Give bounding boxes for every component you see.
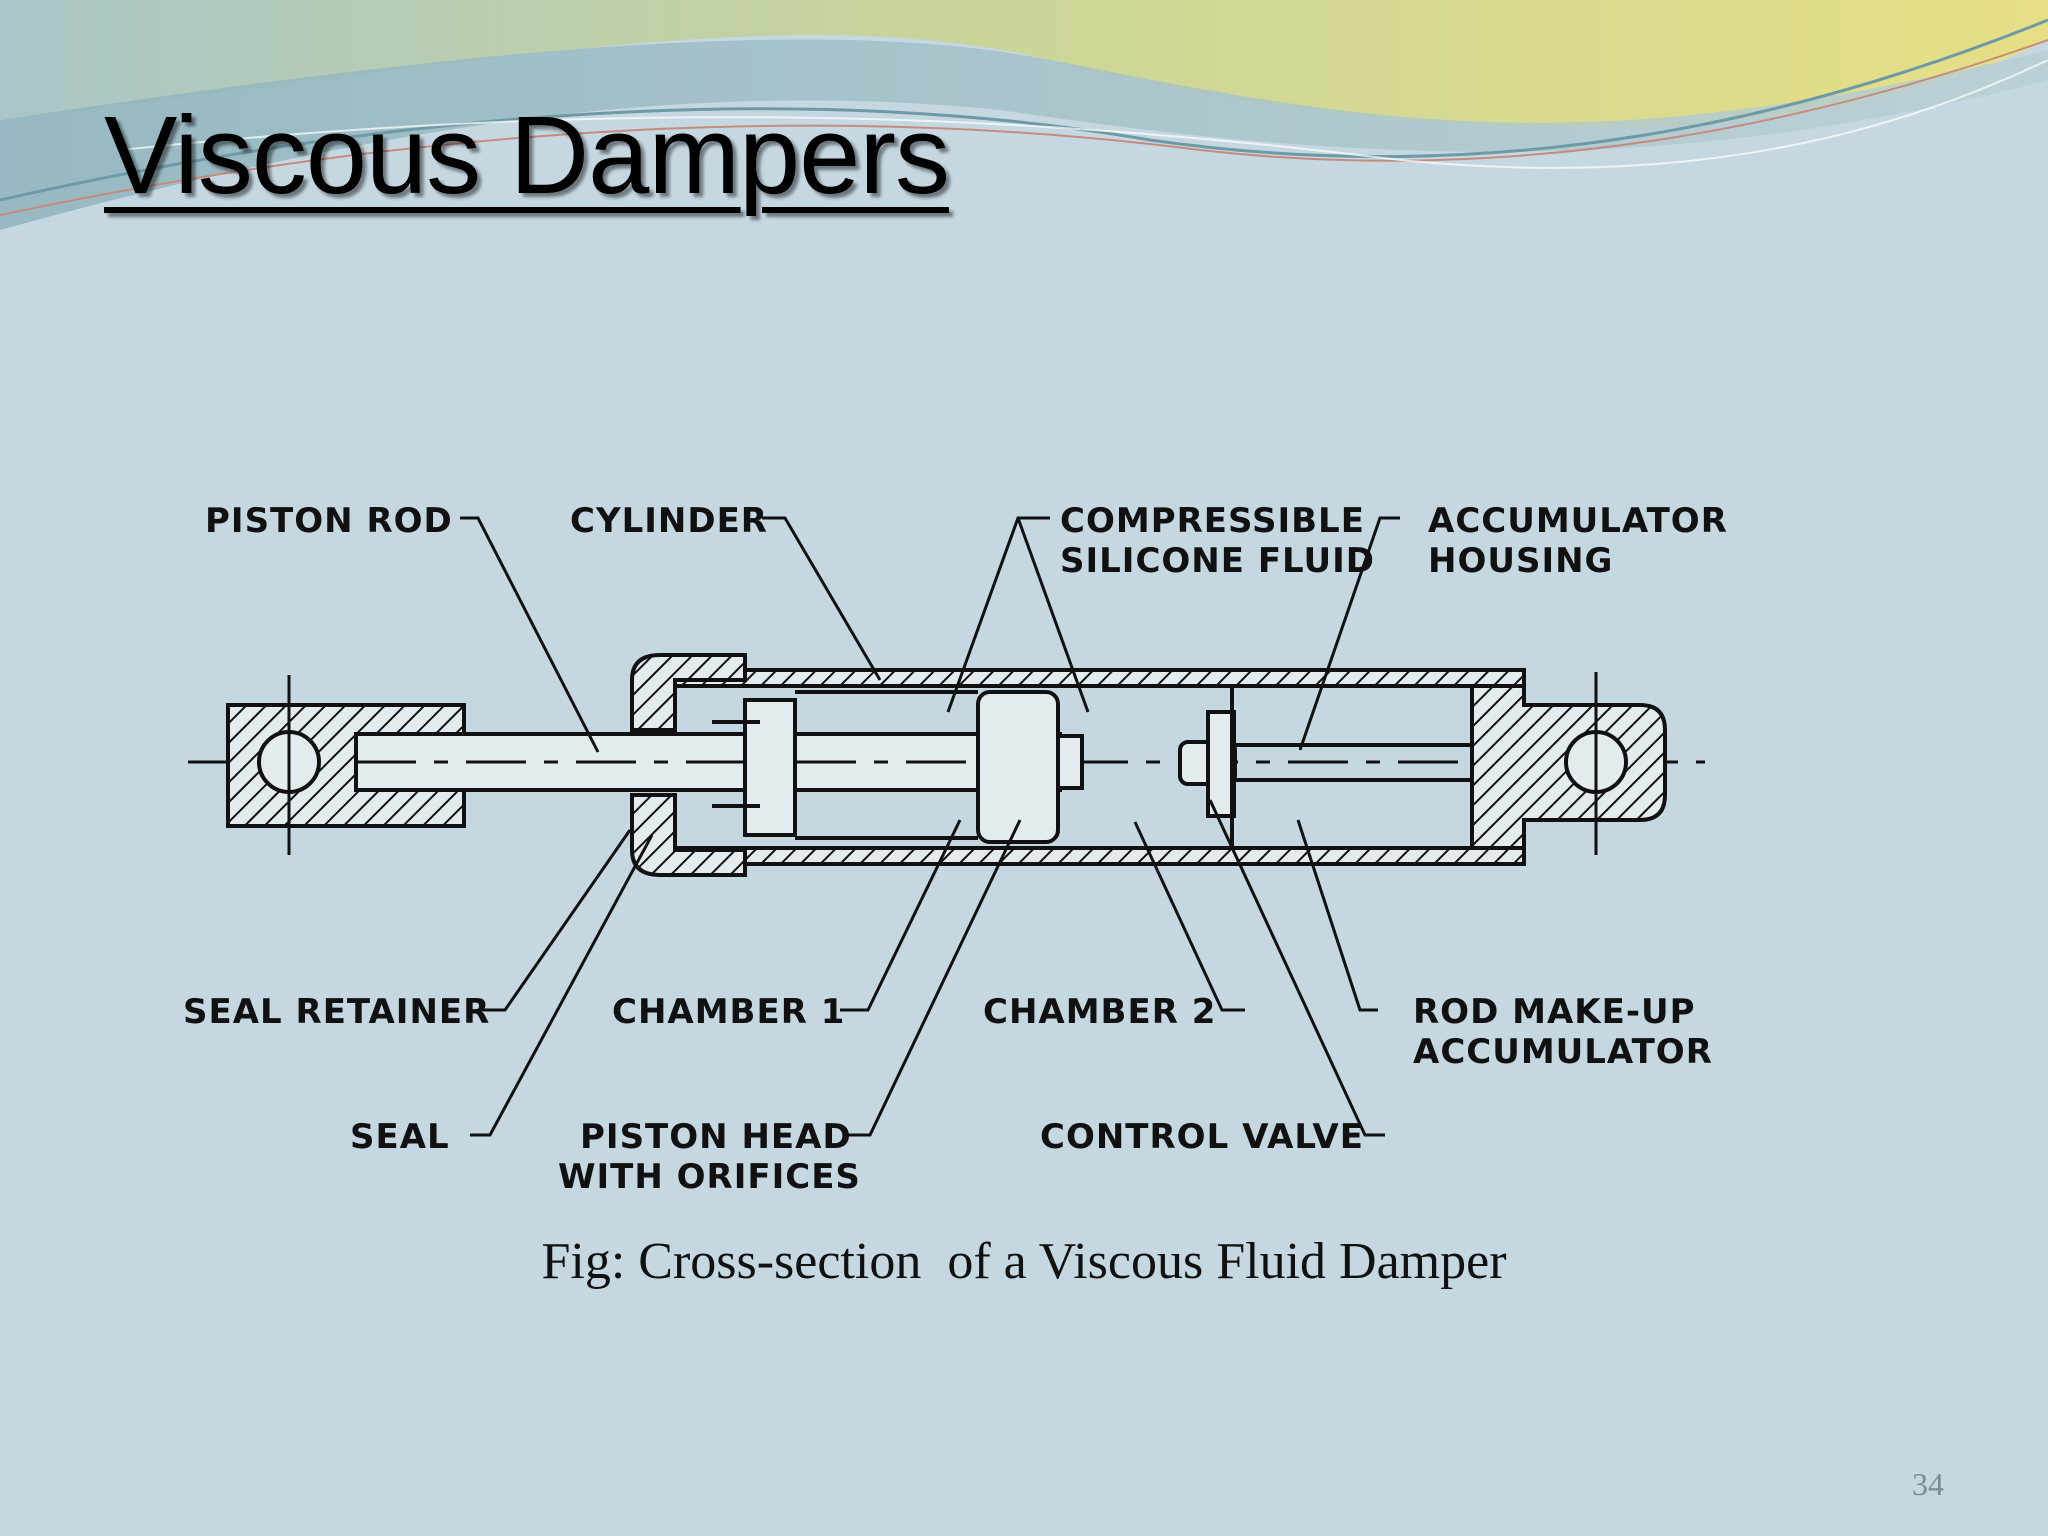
page-number: 34 [1912, 1466, 1944, 1502]
label-seal: SEAL [350, 1117, 450, 1157]
leader-compressible-b [1016, 517, 1090, 713]
label-cylinder: CYLINDER [570, 501, 768, 541]
figure-caption: Fig: Cross-section of a Viscous Fluid Da… [541, 1233, 1507, 1290]
label-piston-head-line2: WITH ORIFICES [558, 1157, 861, 1197]
leader-piston-rod [460, 516, 600, 753]
leader-accumulator-housing [1298, 516, 1400, 751]
slide-title: Viscous Dampers [104, 94, 950, 217]
leader-chamber-1 [840, 819, 962, 1012]
seal-retainer-bottom [630, 793, 747, 877]
leader-piston-head [845, 819, 1022, 1137]
seal-retainer-top [630, 653, 747, 732]
accumulator-chamber [1230, 684, 1474, 850]
label-chamber-1: CHAMBER 1 [612, 992, 845, 1032]
wave-line-3 [119, 59, 2048, 169]
leader-cylinder [762, 516, 882, 681]
label-chamber-2: CHAMBER 2 [983, 992, 1216, 1032]
label-accumulator-housing-line2: HOUSING [1428, 541, 1613, 581]
label-compressible-line1: COMPRESSIBLE [1060, 501, 1365, 541]
leader-chamber-2 [1133, 821, 1245, 1012]
leader-rod-makeup [1296, 819, 1378, 1012]
cylinder-wall-bottom [648, 846, 1526, 866]
wave-line-2 [0, 39, 2048, 216]
leader-seal-retainer [478, 829, 632, 1012]
wave-yellow [0, 0, 2048, 129]
damper-cross-section-diagram: PISTON ROD CYLINDER COMPRESSIBLE SILICON… [183, 501, 1728, 1197]
label-seal-retainer: SEAL RETAINER [183, 992, 490, 1032]
cylinder-wall-top [648, 668, 1526, 688]
label-control-valve: CONTROL VALVE [1040, 1117, 1364, 1157]
piston-nut [1056, 734, 1084, 790]
label-piston-head-line1: PISTON HEAD [580, 1117, 852, 1157]
label-compressible-line2: SILICONE FLUID [1060, 541, 1375, 581]
control-valve-plate [1206, 710, 1236, 818]
label-rod-makeup-line1: ROD MAKE-UP [1413, 992, 1696, 1032]
leader-seal [470, 834, 654, 1137]
background-waves [0, 0, 2048, 230]
label-accumulator-housing-line1: ACCUMULATOR [1428, 501, 1728, 541]
leader-control-valve [1208, 799, 1385, 1137]
piston-head [976, 690, 1060, 844]
wave-teal [0, 39, 2048, 230]
label-piston-rod: PISTON ROD [205, 501, 453, 541]
label-rod-makeup-line2: ACCUMULATOR [1413, 1032, 1713, 1072]
wave-line-1 [0, 18, 2048, 202]
